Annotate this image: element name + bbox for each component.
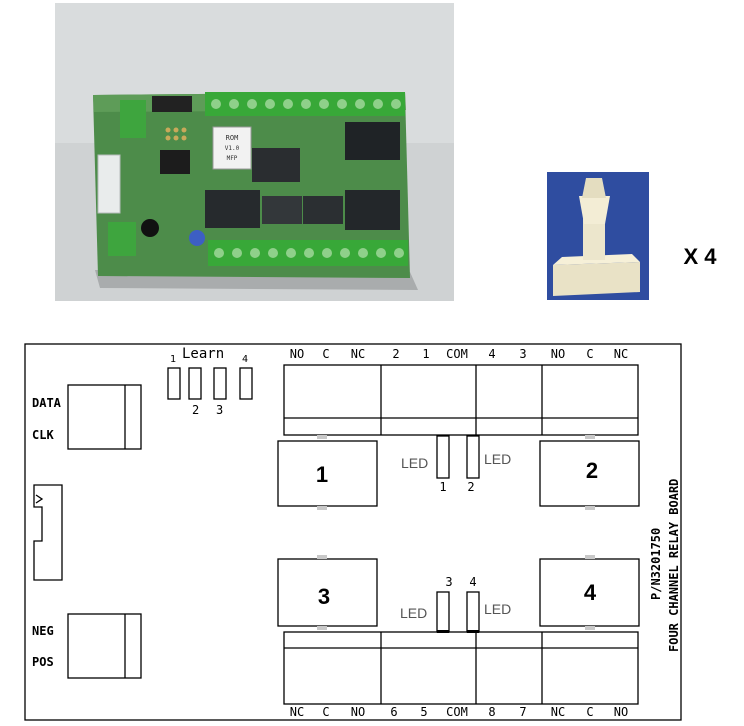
- led-4-label: LED: [484, 601, 511, 617]
- side-header: [33, 484, 63, 581]
- relay-3: [277, 558, 378, 627]
- bottom-terminal-label: NO: [614, 705, 628, 719]
- bottom-terminal-strip: [283, 631, 639, 705]
- neg-label: NEG: [32, 624, 54, 638]
- power-terminal: [108, 222, 136, 256]
- bottom-terminal-label: NO: [351, 705, 365, 719]
- learn-pin-1: 1: [170, 354, 176, 365]
- learn-pin-4: 4: [242, 354, 248, 365]
- bottom-terminal-label: C: [586, 705, 593, 719]
- board-photo: ROM V1.0 MFP: [55, 3, 454, 301]
- part-number: P/N3201750: [649, 528, 663, 600]
- potentiometer: [189, 230, 205, 246]
- bottom-terminal-labels: NC C NO 6 5 COM 8 7 NC C NO: [290, 705, 628, 719]
- top-terminal-label: NO: [290, 347, 304, 361]
- rom-label: ROM: [226, 134, 239, 142]
- learn-jumper-1: [167, 367, 181, 400]
- board-outline: [24, 343, 682, 721]
- learn-label: Learn: [182, 346, 224, 362]
- relay-3-number: 3: [318, 584, 330, 609]
- led-4: [466, 591, 480, 633]
- top-terminal-label: 1: [422, 347, 429, 361]
- learn-jumpers: [152, 96, 192, 112]
- top-terminal-label: 3: [519, 347, 526, 361]
- pos-label: POS: [32, 655, 54, 669]
- led-3-label: LED: [400, 605, 427, 621]
- standoff-photo: [547, 172, 649, 300]
- standoff-quantity: X 4: [683, 244, 717, 269]
- learn-pin-3: 3: [216, 403, 223, 417]
- relay-1-number: 1: [316, 462, 328, 487]
- rom-sticker: [212, 126, 252, 170]
- data-clk-connector: [67, 384, 142, 450]
- bottom-terminal-label: NC: [290, 705, 304, 719]
- led-1: [436, 435, 450, 479]
- top-terminal-label: NC: [614, 347, 628, 361]
- led-2-label: LED: [484, 451, 511, 467]
- led-3: [436, 591, 450, 633]
- learn-jumper-2: [188, 367, 202, 400]
- rom-version: V1.0: [225, 145, 240, 152]
- pcb: [93, 92, 410, 278]
- capacitor: [141, 219, 159, 237]
- relay-1: [277, 440, 378, 507]
- rom-code: MFP: [227, 155, 238, 162]
- bottom-terminal-label: 6: [390, 705, 397, 719]
- board-title: FOUR CHANNEL RELAY BOARD: [667, 479, 681, 652]
- board-outline-diagram: [24, 343, 682, 721]
- bottom-terminal-label: 5: [420, 705, 427, 719]
- bottom-terminal-label: NC: [551, 705, 565, 719]
- relay-photo: [345, 122, 400, 160]
- led-2-number: 2: [467, 480, 474, 494]
- top-terminal-strip: [283, 364, 639, 436]
- relay-2-number: 2: [586, 458, 598, 483]
- bottom-terminal-label: 7: [519, 705, 526, 719]
- led-1-label: LED: [401, 455, 428, 471]
- relay-4-number: 4: [584, 580, 597, 605]
- top-terminal-label: NO: [551, 347, 565, 361]
- learn-jumper-4: [239, 367, 253, 400]
- led-4-number: 4: [469, 575, 476, 589]
- clk-label: CLK: [32, 428, 54, 442]
- bottom-terminal-label: COM: [446, 705, 468, 719]
- top-terminal-label: COM: [446, 347, 468, 361]
- led-3-number: 3: [445, 575, 452, 589]
- led-1-number: 1: [439, 480, 446, 494]
- top-terminal-label: 2: [392, 347, 399, 361]
- bottom-terminal-label: 8: [488, 705, 495, 719]
- top-terminal-label: C: [586, 347, 593, 361]
- power-connector: [67, 613, 142, 679]
- led-2: [466, 435, 480, 479]
- top-terminal-label: 4: [488, 347, 495, 361]
- side-connector: [97, 154, 121, 214]
- top-terminal-label: C: [322, 347, 329, 361]
- bottom-terminal-label: C: [322, 705, 329, 719]
- top-terminal-labels: NO C NC 2 1 COM 4 3 NO C NC: [290, 347, 628, 361]
- top-terminal-label: NC: [351, 347, 365, 361]
- data-clk-terminal: [120, 100, 146, 138]
- learn-pin-2: 2: [192, 403, 199, 417]
- microcontroller: [160, 150, 190, 174]
- learn-jumper-3: [213, 367, 227, 400]
- data-label: DATA: [32, 396, 62, 410]
